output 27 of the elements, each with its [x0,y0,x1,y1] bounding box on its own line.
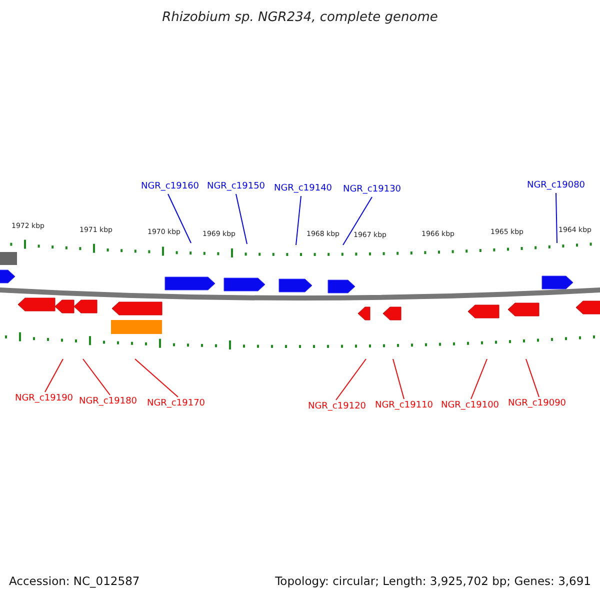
gene-label: NGR_c19110 [374,400,434,412]
leader-line [336,358,366,400]
leader-line [44,358,64,392]
gene-label: NGR_c19100 [440,400,500,412]
gene-label: NGR_c19170 [146,398,206,410]
gene-label: NGR_c19080 [526,180,586,192]
leader-line [470,358,488,400]
leader-line [134,358,178,398]
footer-text: Topology: circular; Length: 3,925,702 bp; Genes: 3,691 [275,574,591,588]
gene-label: NGR_c19140 [274,184,332,194]
leader-line [82,358,110,396]
gene-label: NGR_c19090 [508,398,566,410]
gene-label: NGR_c19120 [308,402,366,412]
leader-line [342,196,372,246]
leader-line [168,194,192,244]
chart-title: Rhizobium sp. NGR234, complete genome [161,10,439,25]
leader-line [526,358,540,398]
leader-line [556,192,558,244]
gene-label: NGR_c19160 [140,182,200,192]
footer-text: Accession: NC_012587 [9,574,140,588]
gene-label: NGR_c19190 [14,394,74,404]
gene-label: NGR_c19130 [342,184,402,196]
leader-line [236,194,248,244]
gene-label: NGR_c19180 [78,396,138,408]
gene-label: NGR_c19150 [206,182,266,192]
leader-line [296,196,302,246]
leader-line [392,358,404,400]
